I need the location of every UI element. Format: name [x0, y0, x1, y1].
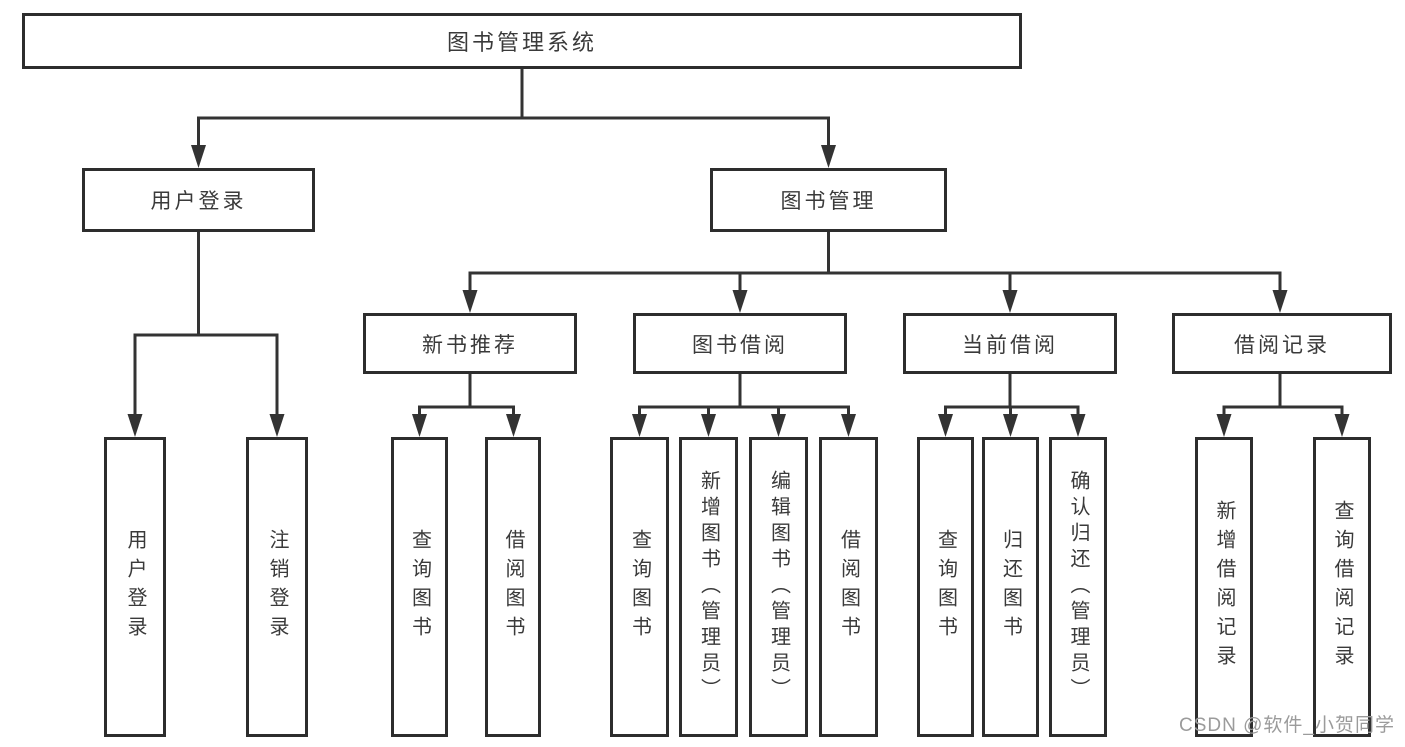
connector-book-borrow-children	[632, 374, 856, 437]
leaf-query-borrow-record: 查询借阅记录	[1313, 437, 1371, 737]
connector-book-management-children	[462, 232, 1288, 313]
node-new-book-recommend: 新书推荐	[363, 313, 577, 374]
node-borrow-records: 借阅记录	[1172, 313, 1392, 374]
leaf-add-borrow-record-label: 新增借阅记录	[1213, 500, 1235, 674]
leaf-query-books-borrow: 查询图书	[610, 437, 669, 737]
leaf-query-books-recommend: 查询图书	[391, 437, 448, 737]
leaf-borrow-books-label: 借阅图书	[837, 529, 860, 645]
leaf-add-books-admin: 新增图书（管理员）	[679, 437, 738, 737]
connector-current-borrow-children	[938, 374, 1086, 437]
leaf-edit-books-admin: 编辑图书（管理员）	[749, 437, 808, 737]
leaf-edit-books-admin-label: 编辑图书（管理员）	[767, 470, 790, 704]
leaf-query-books-current-label: 查询图书	[934, 529, 957, 645]
leaf-borrow-books-recommend-label: 借阅图书	[502, 529, 524, 645]
connector-user-login-children	[127, 232, 285, 437]
node-book-borrow: 图书借阅	[633, 313, 847, 374]
leaf-borrow-books: 借阅图书	[819, 437, 878, 737]
leaf-add-borrow-record: 新增借阅记录	[1195, 437, 1253, 737]
connector-new-book-children	[412, 374, 521, 437]
connector-borrow-records-children	[1216, 374, 1350, 437]
leaf-query-books-borrow-label: 查询图书	[628, 529, 651, 645]
leaf-query-books-current: 查询图书	[917, 437, 974, 737]
leaf-confirm-return-admin: 确认归还（管理员）	[1049, 437, 1107, 737]
leaf-add-books-admin-label: 新增图书（管理员）	[697, 470, 720, 704]
node-current-borrow: 当前借阅	[903, 313, 1117, 374]
node-user-login: 用户登录	[82, 168, 315, 232]
leaf-return-books-label: 归还图书	[999, 529, 1022, 645]
leaf-query-borrow-record-label: 查询借阅记录	[1331, 500, 1353, 674]
leaf-query-books-recommend-label: 查询图书	[408, 529, 431, 645]
leaf-user-login-label: 用户登录	[124, 529, 146, 645]
watermark: CSDN @软件_小贺同学	[1179, 715, 1395, 736]
node-book-management: 图书管理	[710, 168, 947, 232]
connector-root-to-level2	[191, 68, 836, 168]
leaf-logout-label: 注销登录	[266, 529, 288, 645]
leaf-confirm-return-admin-label: 确认归还（管理员）	[1067, 470, 1089, 704]
node-root: 图书管理系统	[22, 13, 1022, 69]
leaf-user-login: 用户登录	[104, 437, 166, 737]
leaf-borrow-books-recommend: 借阅图书	[485, 437, 541, 737]
leaf-logout: 注销登录	[246, 437, 308, 737]
leaf-return-books: 归还图书	[982, 437, 1039, 737]
